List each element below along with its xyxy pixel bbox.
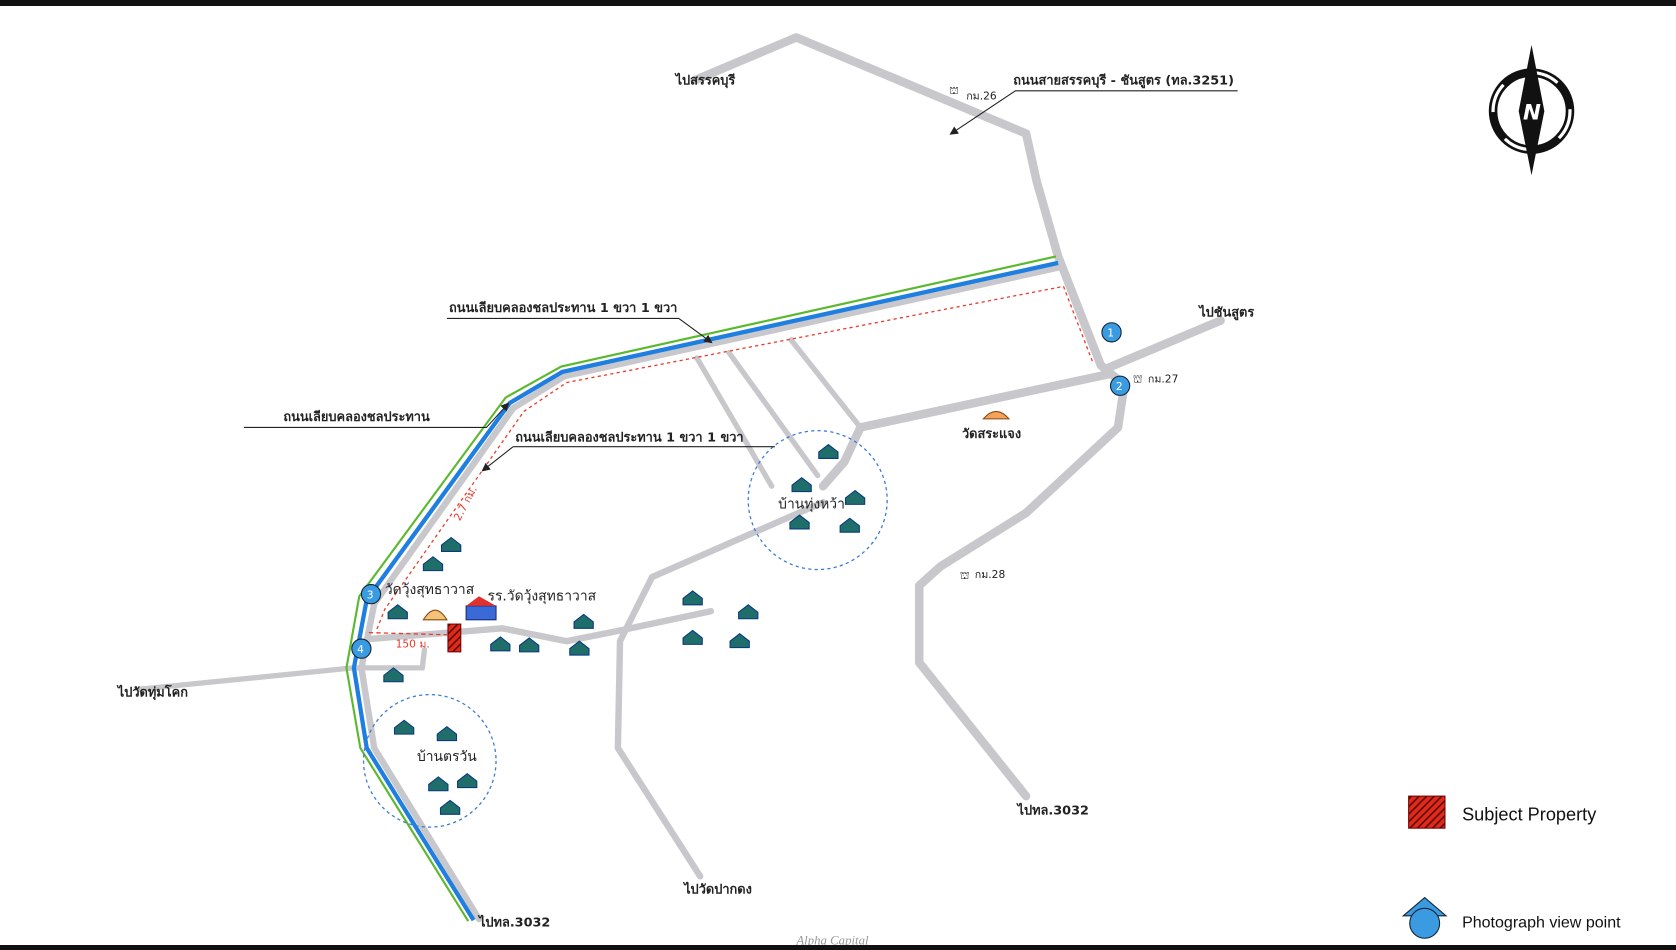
house-icon (383, 667, 404, 683)
house-icon (682, 590, 703, 606)
label-to-wat-thum-khok: ไปวัดทุ่มโคก (116, 684, 188, 701)
bottom-border (0, 945, 1676, 950)
legend-viewpoint-icon (1401, 896, 1448, 939)
road-west (136, 647, 428, 692)
label-canal-road-1: ถนนเลียบคลองชลประทาน 1 ขวา 1 ขวา (449, 301, 677, 316)
top-border (0, 0, 1676, 6)
road-to-chansut (1101, 316, 1225, 373)
house-icon (789, 514, 810, 530)
house-icon (682, 629, 703, 645)
house-icon (791, 476, 812, 493)
road-branch-3 (788, 337, 864, 431)
label-km26: กม.26 (966, 89, 997, 102)
road-thung-wa-east (818, 369, 1114, 491)
house-icon (428, 776, 449, 792)
label-wat-wung: วัดวุ้งสุทธาวาส (385, 582, 475, 598)
legend-viewpoint-label: Photograph view point (1462, 914, 1621, 932)
house-icon (839, 517, 860, 533)
distance-dotted-line (375, 285, 1093, 631)
village-circle-thung-wa (747, 430, 888, 571)
house-icon (573, 613, 594, 629)
label-canal-road-main: ถนนเลียบคลองชลประทาน (283, 410, 430, 425)
svg-text:4: 4 (357, 643, 364, 656)
svg-text:3: 3 (367, 588, 374, 601)
label-to-wat-pak-dong: ไปวัดปากดง (682, 880, 752, 897)
footer-watermark: Alpha Capital (795, 934, 869, 948)
house-icon (490, 636, 511, 652)
house-icon (818, 443, 839, 459)
house-icon (519, 637, 540, 653)
label-highway-name: ถนนสายสรรคบุรี - ชันสูตร (ทล.3251) (1013, 73, 1234, 88)
svg-text:N: N (1523, 101, 1541, 126)
north-arrow-icon: N (1488, 44, 1575, 176)
label-distance-150m: 150 ม. (396, 638, 430, 651)
km-marker-icon: ⛫ (949, 84, 959, 97)
label-km27: กม.27 (1148, 373, 1178, 386)
temple-icon-wat-sa-chaeng (982, 410, 1011, 420)
leader-lines (243, 90, 1238, 472)
school-icon (465, 596, 497, 621)
label-school: รร.วัดวุ้งสุทธาวาส (487, 589, 596, 605)
canal-green-edge (345, 255, 1057, 922)
km-marker-icon: ⛫ (960, 569, 970, 582)
houses (383, 443, 866, 815)
km-marker-icon: ⛫ (1133, 373, 1143, 386)
label-canal-road-2: ถนนเลียบคลองชลประทาน 1 ขวา 1 ขวา (515, 430, 743, 445)
subject-property[interactable] (447, 623, 462, 653)
label-to-chansut: ไปชันสูตร (1197, 303, 1254, 320)
label-to-sankhaburi: ไปสรรคบุรี (674, 71, 736, 88)
label-to-hwy3032-right: ไปทล.3032 (1016, 801, 1089, 818)
distance-150m-line (368, 631, 447, 636)
house-icon (569, 640, 590, 656)
house-icon (387, 604, 408, 620)
label-wat-sa-chaeng: วัดสระแจง (962, 427, 1021, 442)
label-ban-tra-wan: บ้านตรวัน (417, 749, 477, 765)
house-icon (441, 536, 462, 552)
road-branch-2 (726, 349, 821, 479)
house-icon (729, 633, 750, 649)
svg-text:2: 2 (1116, 380, 1123, 393)
road-branch-1 (694, 355, 775, 489)
svg-text:1: 1 (1107, 327, 1114, 340)
house-icon (457, 773, 478, 789)
label-km28: กม.28 (975, 568, 1006, 581)
road-sankhaburi-chansut (690, 33, 1129, 801)
roads (136, 33, 1225, 923)
viewpoint-4[interactable]: 4 (351, 638, 372, 659)
viewpoint-3[interactable]: 3 (360, 583, 382, 605)
house-icon (436, 725, 458, 742)
temple-icon-wat-wung (422, 609, 448, 621)
legend-subject-label: Subject Property (1462, 805, 1597, 825)
viewpoint-2[interactable]: 2 (1109, 375, 1131, 396)
village-circle-tra-wan (362, 693, 497, 828)
house-icon (439, 799, 461, 815)
legend: Subject Property Photograph view point (1401, 795, 1621, 939)
house-icon (393, 719, 415, 735)
label-to-hwy3032-bottom: ไปทล.3032 (477, 913, 550, 930)
house-icon (422, 556, 444, 572)
road-village-south (614, 499, 827, 880)
label-ban-thung-wa: บ้านทุ่งหว้า (778, 497, 845, 513)
legend-subject-swatch (1408, 795, 1446, 829)
viewpoint-1[interactable]: 1 (1101, 322, 1122, 343)
house-icon (738, 604, 759, 620)
house-icon (844, 489, 866, 505)
